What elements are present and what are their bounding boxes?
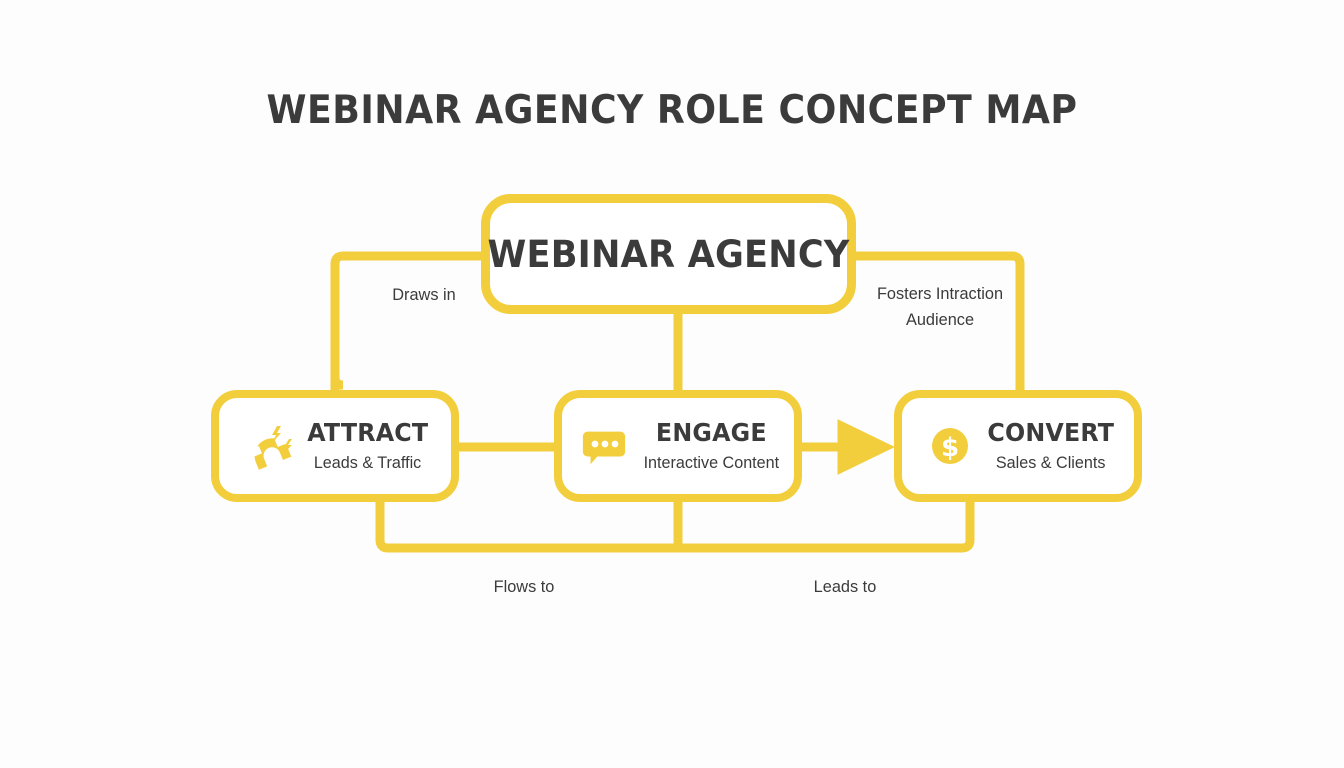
node-webinar-agency-title: WEBINAR AGENCY [487,232,850,276]
edge-label-leads-to: Leads to [813,577,877,596]
magnet-icon [250,426,293,470]
edge-agency-to-attract [330,251,481,390]
node-engage-caption: Interactive Content [643,452,779,472]
node-engage[interactable]: ENGAGE Interactive Content [554,390,802,502]
node-convert-caption: Sales & Clients [996,452,1106,472]
edge-label-fosters-line1: Fosters Intraction [876,284,1004,303]
edge-label-flows-to: Flows to [493,577,555,596]
page-title: WEBINAR AGENCY ROLE CONCEPT MAP [266,88,1078,133]
speech-bubble-icon [582,431,625,465]
node-attract-heading: ATTRACT [307,418,429,448]
edge-agency-to-convert [856,251,1025,390]
edge-label-draws-in: Draws in [392,285,456,304]
node-engage-heading: ENGAGE [655,418,767,448]
edge-label-fosters-line2: Audience [905,310,975,330]
dollar-coin-icon: $ [932,428,969,464]
node-webinar-agency[interactable]: WEBINAR AGENCY [481,194,856,314]
svg-text:$: $ [941,433,959,463]
node-attract-caption: Leads & Traffic [314,452,422,472]
node-attract[interactable]: ATTRACT Leads & Traffic [211,390,459,502]
node-convert[interactable]: $ CONVERT Sales & Clients [894,390,1142,502]
edge-label-fosters-interaction: Fosters Intraction Audience [863,281,1017,334]
node-convert-heading: CONVERT [987,418,1115,448]
